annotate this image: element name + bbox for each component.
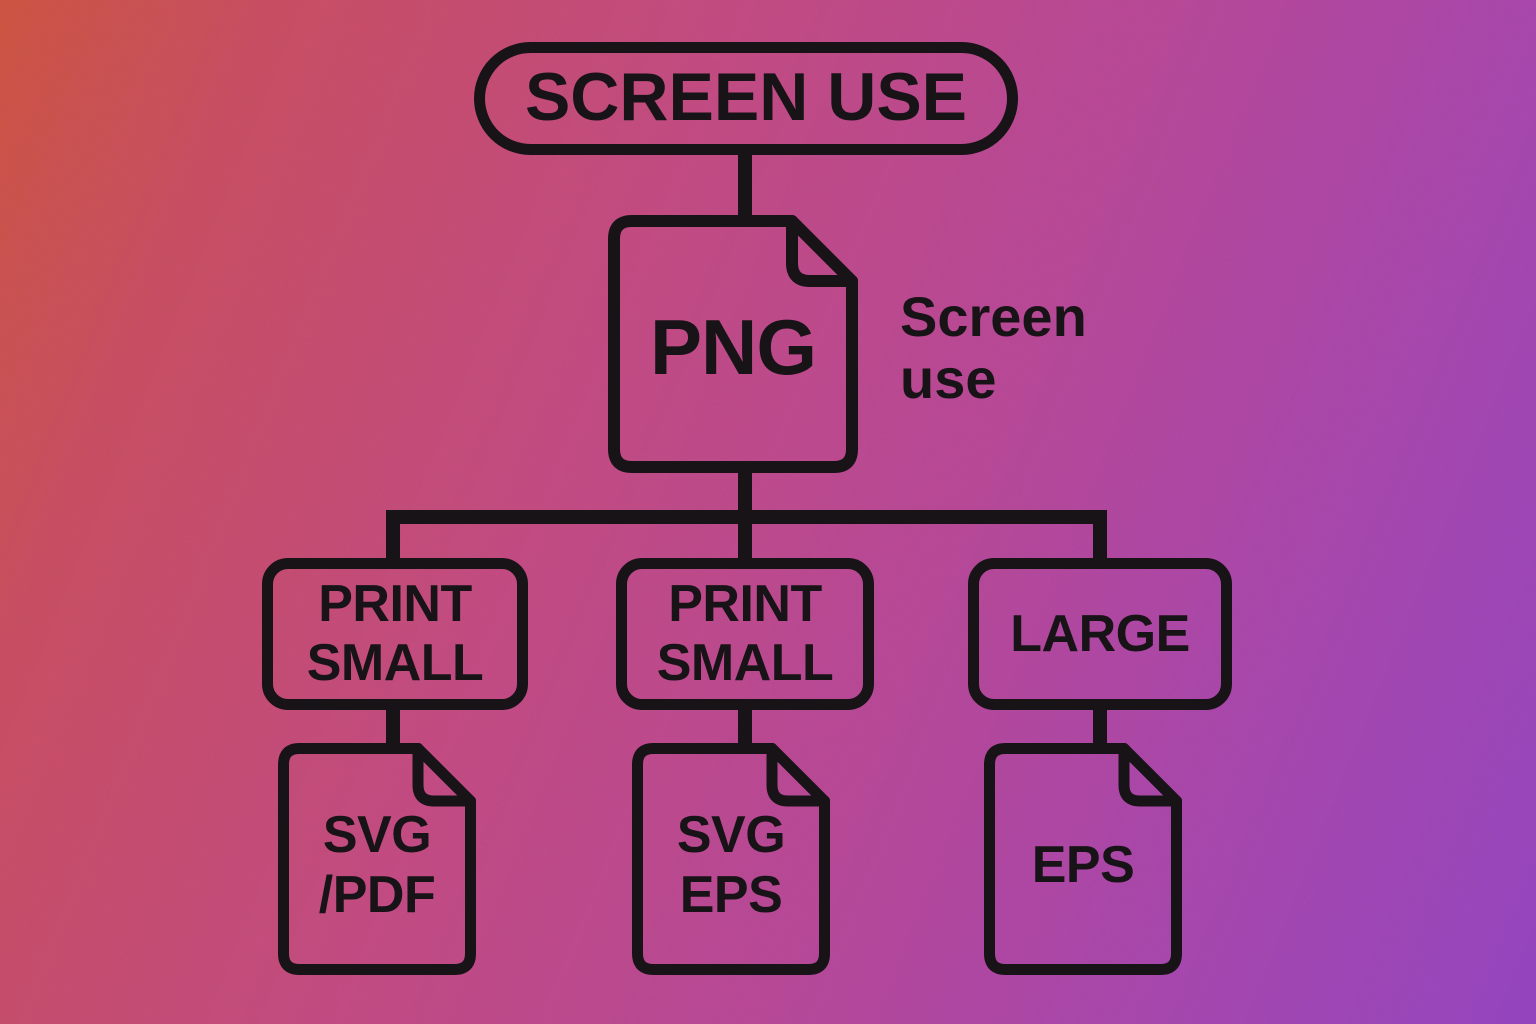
png-file-node: PNG [608,215,858,473]
file-label-line-2: EPS [679,866,783,924]
root-node-screen-use: SCREEN USE [474,42,1018,155]
category-box-large: LARGE [968,558,1232,710]
svg-pdf-file-node: SVG /PDF [278,743,476,975]
category-box-print-small-1: PRINT SMALL [262,558,528,710]
file-label-line-1: SVG [676,806,786,864]
annotation-line-1: Screen [900,285,1087,348]
root-node-label: SCREEN USE [524,58,968,135]
file-label: SVG EPS [632,743,830,975]
screen-use-annotation: Screen use [900,286,1087,410]
file-label: EPS [984,743,1182,975]
annotation-line-2: use [900,347,997,410]
file-label-line-1: SVG [322,806,432,864]
category-label-line-1: LARGE [1010,604,1190,663]
png-file-label: PNG [649,302,817,391]
svg-eps-file-node: SVG EPS [632,743,830,975]
category-box-print-small-2: PRINT SMALL [616,558,874,710]
connector-root-to-png [738,148,752,222]
category-label-line-1: PRINT [318,575,472,633]
file-label-line-1: EPS [1031,836,1135,894]
category-label-line-2: SMALL [656,634,834,692]
file-label: SVG /PDF [278,743,476,975]
category-label-line-1: PRINT [668,575,822,633]
file-label-line-2: /PDF [318,866,436,924]
category-label-line-2: SMALL [306,634,484,692]
eps-file-node: EPS [984,743,1182,975]
